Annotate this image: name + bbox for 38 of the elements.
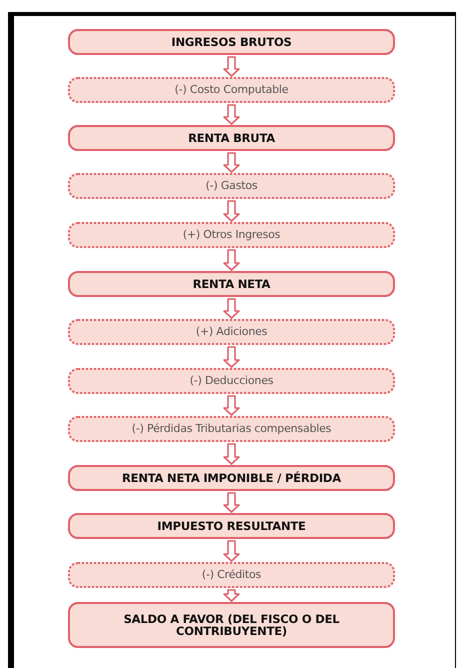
- adjustment-box: [68, 416, 395, 442]
- total-box: [68, 125, 395, 151]
- box-label: (-) Pérdidas Tributarias compensables: [132, 423, 332, 435]
- box-label: RENTA NETA: [192, 278, 270, 290]
- arrow: [223, 104, 240, 125]
- adjustment-box: [68, 77, 395, 103]
- box-label: (-) Créditos: [202, 569, 262, 581]
- arrow: [223, 492, 240, 513]
- arrow: [223, 346, 240, 368]
- adjustment-box: [68, 173, 395, 199]
- box-label: (-) Costo Computable: [174, 84, 288, 96]
- total-box: [68, 602, 395, 648]
- box-label: (-) Deducciones: [190, 375, 274, 387]
- total-box: [68, 465, 395, 491]
- arrow: [223, 298, 240, 319]
- total-box: [68, 513, 395, 539]
- total-box: [68, 29, 395, 55]
- box-label: SALDO A FAVOR (DEL FISCO O DEL CONTRIBUYENTE): [122, 612, 340, 638]
- adjustment-box: [68, 562, 395, 588]
- arrow: [223, 249, 240, 271]
- arrow: [223, 200, 240, 222]
- adjustment-box: [68, 222, 395, 248]
- arrow: [223, 540, 240, 562]
- adjustment-box: [68, 319, 395, 345]
- total-box: [68, 271, 395, 297]
- box-label: INGRESOS BRUTOS: [171, 36, 292, 48]
- box-label: (+) Otros Ingresos: [182, 229, 280, 241]
- arrow: [223, 56, 240, 77]
- arrow: [223, 152, 240, 173]
- box-label: (-) Gastos: [206, 180, 258, 192]
- box-label: (+) Adiciones: [196, 326, 268, 338]
- box-label: IMPUESTO RESULTANTE: [157, 520, 306, 532]
- arrow: [223, 443, 240, 465]
- box-label: RENTA BRUTA: [188, 132, 275, 144]
- adjustment-box: [68, 368, 395, 394]
- box-label: RENTA NETA IMPONIBLE / PÉRDIDA: [122, 472, 341, 484]
- arrow: [223, 589, 240, 602]
- arrow: [223, 395, 240, 416]
